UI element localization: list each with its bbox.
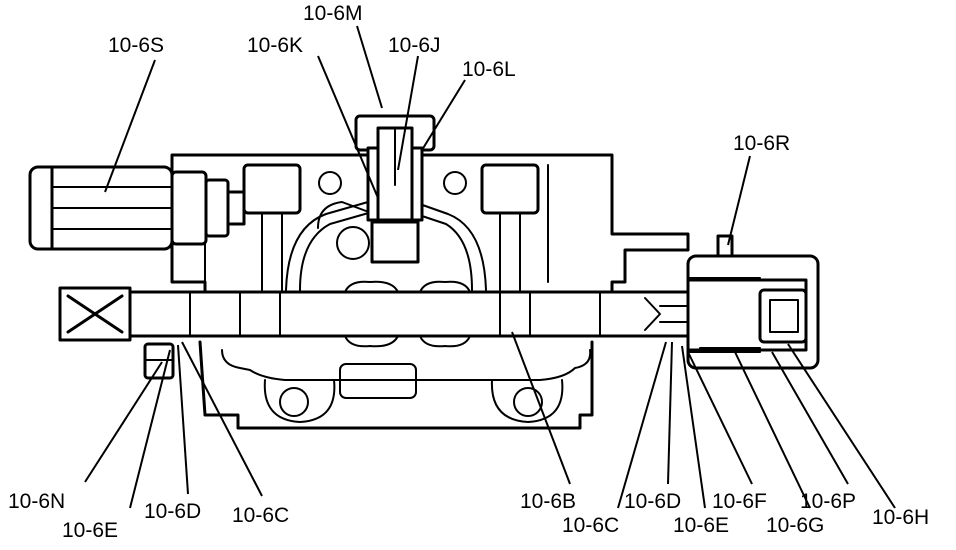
label-10-6C-left: 10-6C [232, 504, 289, 527]
label-10-6N: 10-6N [8, 490, 65, 513]
solenoid-assembly [28, 165, 246, 251]
left-top-cavity [242, 163, 302, 215]
label-10-6J: 10-6J [388, 34, 441, 57]
bottom-port [339, 363, 417, 399]
right-top-cavity [480, 163, 540, 215]
top-relief-valve [354, 114, 436, 264]
label-10-6H: 10-6H [872, 506, 929, 529]
label-10-6D-right: 10-6D [624, 490, 681, 513]
callout-labels: 10-6S 10-6M 10-6K 10-6J 10-6L 10-6R 10-6… [8, 2, 929, 542]
label-10-6E-left: 10-6E [62, 519, 118, 542]
label-10-6M: 10-6M [303, 2, 363, 25]
label-10-6K: 10-6K [247, 34, 303, 57]
label-10-6L: 10-6L [462, 58, 516, 81]
label-10-6F: 10-6F [712, 490, 767, 513]
label-10-6S: 10-6S [108, 34, 164, 57]
label-10-6D-left: 10-6D [144, 500, 201, 523]
spring-housing [686, 234, 820, 370]
label-10-6P: 10-6P [800, 490, 856, 513]
drain-plug [143, 342, 175, 380]
label-10-6B: 10-6B [520, 490, 576, 513]
label-10-6R: 10-6R [733, 132, 790, 155]
valve-body [170, 153, 690, 430]
label-10-6C-right: 10-6C [562, 514, 619, 537]
main-spool [58, 280, 762, 348]
leader-lines [84, 25, 896, 509]
label-10-6E-right: 10-6E [673, 514, 729, 537]
label-10-6G: 10-6G [766, 514, 824, 537]
bottom-port-left [279, 387, 309, 417]
bottom-port-right [513, 387, 543, 417]
